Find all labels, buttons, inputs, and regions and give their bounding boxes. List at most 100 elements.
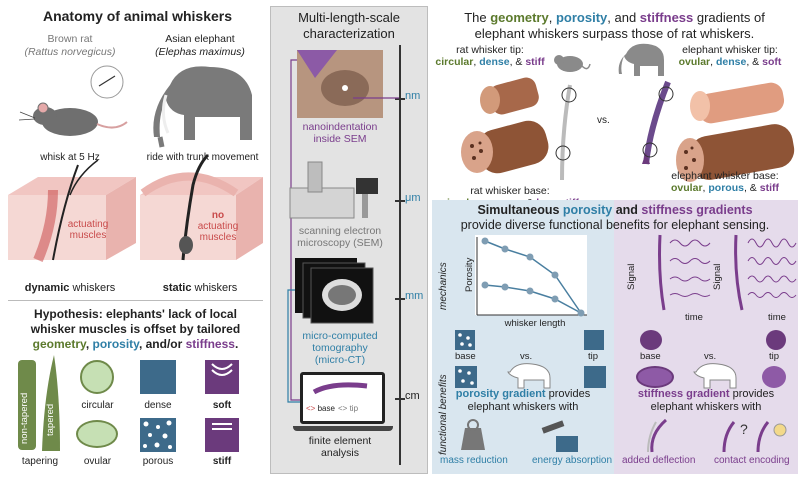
ovular-shape <box>76 420 118 448</box>
non-tapered-shape <box>18 360 36 450</box>
gradients-title: The geometry, porosity, and stiffness gr… <box>464 10 765 41</box>
energy-absorption-label: energy absorption <box>532 455 613 466</box>
porous-shape <box>140 418 176 452</box>
stiff-label: stiff <box>212 456 232 467</box>
added-deflection-label: added deflection <box>622 455 696 466</box>
vs-label-top: vs. <box>597 115 610 126</box>
energy-absorption-icon <box>541 420 578 452</box>
porosity-gradient-square-left <box>455 366 477 388</box>
multiscale-title: Multi-length-scale characterization <box>298 10 400 41</box>
rat-latin: (Rattus norvegicus) <box>24 46 116 58</box>
stiffness-gradient-oval-right <box>762 366 786 388</box>
screen-tip-label: <> tip <box>338 404 359 413</box>
tapering-label: tapering <box>21 456 59 467</box>
scale-axis <box>399 45 401 465</box>
stiffness-gradient-oval-left <box>636 366 674 388</box>
non-tapered-label: non-tapered <box>19 392 30 444</box>
micro-ct-image <box>295 258 374 324</box>
rat-illustration <box>18 65 128 136</box>
rat-tip-label: rat whisker tip: circular, dense, & stif… <box>435 44 545 68</box>
porosity-elephant-icon <box>507 363 551 389</box>
stiffness-gradient-text: stiffness gradient provides elephant whi… <box>637 388 775 413</box>
scale-mm: mm <box>405 290 424 302</box>
whisker-tissue-blocks <box>8 153 263 262</box>
tapered-shape <box>42 355 60 451</box>
rat-caption: whisk at 5 Hz <box>40 152 100 163</box>
time-label-right: time <box>768 312 786 323</box>
porosity-gradient-text: porosity gradient provides elephant whis… <box>455 388 591 413</box>
scale-cm: cm <box>405 390 420 402</box>
stiff-shape <box>205 418 239 452</box>
rat-name: Brown rat <box>47 33 93 45</box>
tick-mm <box>395 298 405 300</box>
benefits-title: Simultaneous porosity and stiffness grad… <box>460 203 770 232</box>
mass-reduction-label: mass reduction <box>440 455 508 466</box>
whisker-length-label: whisker length <box>504 318 566 329</box>
elephant-tip-label: elephant whisker tip: ovular, dense, & s… <box>678 44 782 68</box>
circular-shape <box>80 360 114 394</box>
elephant-base-label: elephant whisker base: ovular, porous, &… <box>671 170 779 194</box>
tick-nm <box>395 98 405 100</box>
mass-reduction-icon <box>461 419 485 450</box>
dynamic-whiskers-label: dynamic whiskers <box>24 282 116 294</box>
signal-axis-left: Signal <box>626 263 637 290</box>
time-label-left: time <box>685 312 703 323</box>
functional-benefits-label: functional benefits <box>438 374 449 455</box>
elephant-whisker-segments <box>642 80 795 182</box>
scale-nm: nm <box>405 90 421 102</box>
stiffness-tip-label: tip <box>769 351 780 362</box>
static-whiskers-label: static whiskers <box>162 282 238 294</box>
soft-shape <box>205 360 239 394</box>
added-deflection-icon <box>647 418 668 453</box>
porosity-vs-label: vs. <box>520 351 533 362</box>
stiffness-tip-circle <box>766 330 786 350</box>
hypothesis-text: Hypothesis: elephants' lack of local whi… <box>30 307 241 351</box>
tapered-label: tapered <box>45 403 56 436</box>
soft-label: soft <box>212 400 232 411</box>
purple-connector <box>290 59 399 401</box>
contact-encoding-label: contact encoding <box>714 455 790 466</box>
laptop-screen <box>300 372 385 424</box>
porosity-base-square <box>455 330 475 350</box>
small-elephant-icon <box>618 43 664 76</box>
contact-encoding-icon: ? <box>722 421 787 453</box>
mechanics-label: mechanics <box>438 262 449 310</box>
porosity-gradient-square-right <box>584 366 606 388</box>
tick-cm <box>395 398 405 400</box>
stiffness-base-label: base <box>640 351 661 362</box>
stiffness-base-circle <box>640 330 662 350</box>
circular-label: circular <box>81 400 114 411</box>
fea-whisker-graphic <box>312 382 368 395</box>
rat-whisker-segments <box>461 77 577 181</box>
elephant-caption: ride with trunk movement <box>146 152 259 163</box>
tick-um <box>395 200 405 202</box>
porosity-base-label: base <box>455 351 476 362</box>
screen-base-label: <> base <box>306 404 335 413</box>
stiffness-elephant-icon <box>693 363 737 389</box>
porosity-tip-square <box>584 330 604 350</box>
laptop-base <box>293 426 393 431</box>
signal-plot-left <box>658 234 711 311</box>
porosity-chart <box>475 235 587 317</box>
actuating-label: actuating muscles <box>67 219 109 241</box>
anatomy-title: Anatomy of animal whiskers <box>42 8 233 24</box>
nanoindentation-image <box>297 50 383 118</box>
porosity-tip-label: tip <box>588 351 599 362</box>
scale-um: μm <box>405 192 421 204</box>
porosity-axis-label: Porosity <box>464 257 475 292</box>
nanoindentation-label: nanoindentation inside SEM <box>302 121 378 145</box>
stiffness-vs-label: vs. <box>704 351 717 362</box>
fea-label: finite element analysis <box>308 435 372 459</box>
dense-label: dense <box>144 400 172 411</box>
micro-ct-label: micro-computed tomography (micro-CT) <box>302 330 378 366</box>
dense-shape <box>140 360 176 394</box>
svg-text:?: ? <box>740 421 748 437</box>
signal-plot-right <box>734 234 797 311</box>
sem-label: scanning electron microscopy (SEM) <box>297 225 383 249</box>
divider <box>8 300 263 301</box>
elephant-illustration <box>153 66 252 148</box>
ovular-label: ovular <box>83 456 112 467</box>
porous-label: porous <box>142 456 174 467</box>
elephant-name: Asian elephant <box>165 33 235 45</box>
